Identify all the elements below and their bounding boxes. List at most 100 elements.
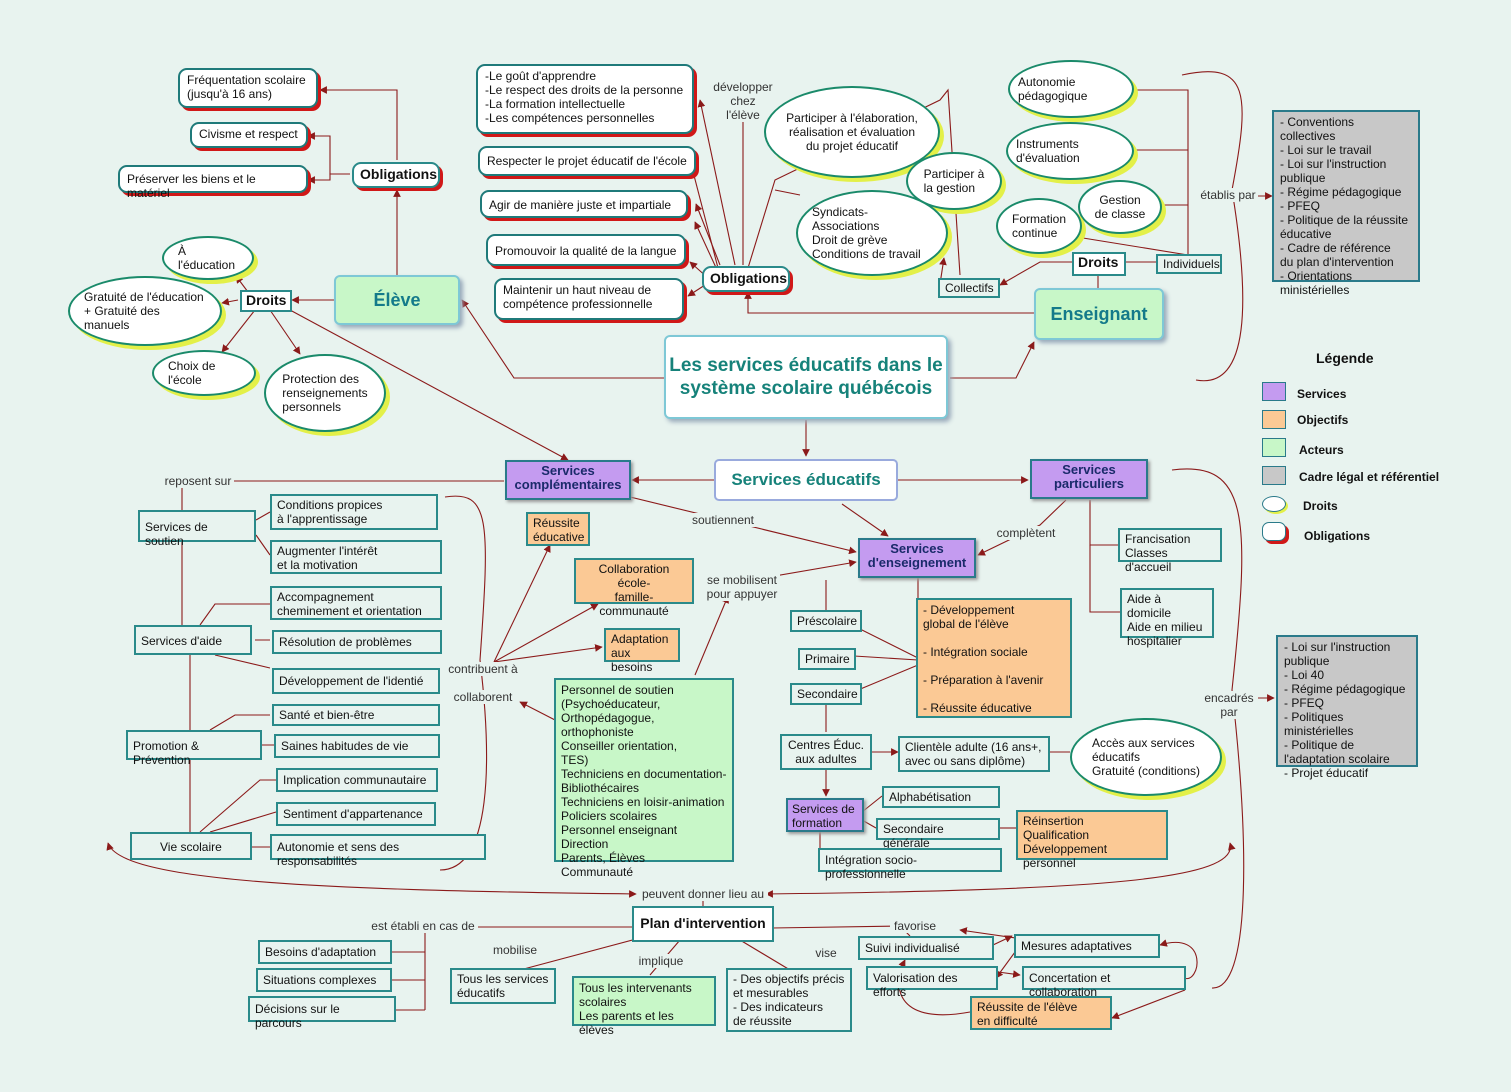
obj-collaboration: Collaboration école- famille-communauté: [574, 558, 694, 618]
actor-eleve: Élève: [334, 275, 460, 325]
syndicats-associations: Syndicats-Associations Droit de grève Co…: [796, 190, 948, 276]
obj-adaptation-besoins: Adaptation aux besoins: [604, 628, 680, 674]
tous-intervenants: Tous les intervenants scolaires Les pare…: [572, 976, 716, 1037]
plan-intervention: Plan d'intervention: [632, 906, 774, 942]
legend-label-services: Services: [1297, 387, 1347, 401]
autonomie-responsabilites: Autonomie et sens des responsabilités: [270, 834, 486, 868]
acteurs-personnel: Personnel de soutien (Psychoéducateur, O…: [554, 678, 734, 879]
developpement-identite: Développement de l'identié: [272, 668, 440, 694]
besoins-adaptation: Besoins d'adaptation: [258, 940, 392, 964]
droit-protection: Protection des renseignements personnels: [264, 354, 386, 432]
cadre-loi-instruction: - Loi sur l'instruction publique - Loi 4…: [1276, 635, 1418, 780]
main-title: Les services éducatifs dans le système s…: [664, 335, 948, 419]
label-completent: complètent: [992, 526, 1060, 540]
secondaire-generale: Secondaire générale: [876, 818, 1000, 850]
services-complementaires: Services complémentaires: [505, 460, 631, 500]
gestion-classe: Gestion de classe: [1078, 180, 1162, 234]
integration-socio: Intégration socio-professionnelle: [818, 848, 1002, 881]
label-peuvent: peuvent donner lieu au: [638, 887, 768, 901]
participer-elaboration: Participer à l'élaboration, réalisation …: [764, 86, 940, 178]
preserver-biens: Préserver les biens et le matériel: [118, 165, 308, 200]
clientele-adulte: Clientèle adulte (16 ans+, avec ou sans …: [898, 736, 1050, 772]
services-soutien: Services de soutien: [138, 510, 256, 548]
vie-scolaire: Vie scolaire: [130, 832, 252, 860]
services-formation: Services de formation: [786, 798, 864, 832]
decisions-parcours: Décisions sur le parcours: [248, 996, 396, 1030]
centres-adultes: Centres Éduc. aux adultes: [780, 734, 872, 770]
services-particuliers: Services particuliers: [1030, 459, 1148, 499]
objectifs-enseignement: - Développement global de l'élève - Inté…: [916, 598, 1072, 718]
label-encadres-par: encadrés par: [1200, 691, 1258, 719]
droits-individuels: Individuels: [1156, 254, 1222, 274]
enseignant-droits: Droits: [1072, 252, 1126, 276]
formation-continue: Formation continue: [996, 198, 1082, 254]
reinsertion: Réinsertion Qualification Développement …: [1016, 810, 1168, 870]
sentiment-appartenance: Sentiment d'appartenance: [276, 802, 436, 826]
legend-swatch-objectifs: [1262, 410, 1286, 429]
label-implique: implique: [636, 954, 686, 968]
acces-services: Accès aux services éducatifs Gratuité (c…: [1070, 718, 1222, 796]
reussite-eleve-difficulte: Réussite de l'élève en difficulté: [970, 996, 1112, 1030]
autonomie-pedagogique: Autonomie pédagogique: [1008, 60, 1134, 118]
legend-swatch-acteurs: [1262, 438, 1286, 457]
concertation-collaboration: Concertation et collaboration: [1022, 966, 1186, 999]
actor-enseignant: Enseignant: [1034, 288, 1164, 340]
conditions-propices: Conditions propices à l'apprentissage: [270, 494, 438, 530]
frequentation-scolaire: Fréquentation scolaire (jusqu'à 16 ans): [178, 68, 318, 108]
label-collaborent: collaborent: [450, 690, 516, 704]
secondaire: Secondaire: [790, 683, 862, 705]
enseignant-obligations: Obligations: [702, 266, 790, 292]
obj-reussite-educative: Réussite éducative: [526, 512, 590, 546]
legend-title: Légende: [1316, 350, 1374, 366]
eleve-obligations: Obligations: [352, 162, 440, 188]
legend-label-obligations: Obligations: [1304, 529, 1370, 543]
label-favorise: favorise: [890, 919, 940, 933]
label-contribuent: contribuent à: [446, 662, 520, 676]
services-enseignement: Services d'enseignement: [858, 538, 976, 578]
label-est-etabli: est établi en cas de: [368, 919, 478, 933]
mesures-adaptatives: Mesures adaptatives: [1014, 934, 1160, 958]
instruments-evaluation: Instruments d'évaluation: [1006, 122, 1134, 180]
resolution-problemes: Résolution de problèmes: [272, 630, 442, 654]
label-se-mobilisent: se mobilisent pour appuyer: [704, 573, 780, 601]
promotion-prevention: Promotion & Prévention: [126, 730, 262, 767]
legend-label-acteurs: Acteurs: [1299, 443, 1344, 457]
agir-juste: Agir de manière juste et impartiale: [480, 190, 688, 218]
services-aide: Services d'aide: [134, 625, 252, 655]
implication-communautaire: Implication communautaire: [276, 768, 438, 792]
droits-collectifs: Collectifs: [938, 278, 1000, 298]
legend-label-droits: Droits: [1303, 499, 1338, 513]
droit-gratuite: Gratuité de l'éducation + Gratuité des m…: [68, 276, 222, 346]
tous-services: Tous les services éducatifs: [450, 968, 556, 1004]
prescolaire: Préscolaire: [790, 610, 862, 632]
services-educatifs: Services éducatifs: [714, 459, 898, 501]
legend-swatch-obligations: [1262, 522, 1286, 541]
label-soutiennent: soutiennent: [688, 513, 758, 527]
label-developper: développer chez l'élève: [710, 80, 776, 122]
respecter-projet: Respecter le projet éducatif de l'école: [478, 146, 696, 176]
legend-swatch-cadre: [1262, 466, 1286, 485]
maintenir-competence: Maintenir un haut niveau de compétence p…: [494, 278, 684, 320]
promouvoir-langue: Promouvoir la qualité de la langue: [486, 234, 686, 266]
primaire: Primaire: [798, 648, 856, 670]
label-etablis-par: établis par: [1198, 188, 1258, 202]
saines-habitudes: Saines habitudes de vie: [274, 734, 440, 758]
developper-competences: -Le goût d'apprendre -Le respect des dro…: [476, 64, 694, 134]
label-mobilise: mobilise: [490, 943, 540, 957]
droit-education: À l'éducation: [162, 236, 254, 280]
legend-label-cadre: Cadre légal et référentiel: [1299, 470, 1440, 484]
droit-choix-ecole: Choix de l'école: [152, 350, 256, 396]
legend-swatch-droits: [1262, 496, 1286, 512]
legend-swatch-services: [1262, 382, 1286, 401]
sante-bien-etre: Santé et bien-être: [272, 704, 440, 726]
eleve-droits: Droits: [240, 290, 292, 312]
accompagnement: Accompagnement cheminement et orientatio…: [270, 586, 442, 620]
label-reposent-sur: reposent sur: [162, 474, 234, 488]
aide-domicile: Aide à domicile Aide en milieu hospitali…: [1120, 588, 1214, 648]
augmenter-interet: Augmenter l'intérêt et la motivation: [270, 540, 442, 574]
label-vise: vise: [812, 946, 840, 960]
civisme-respect: Civisme et respect: [190, 122, 308, 148]
cadre-conventions: - Conventions collectives - Loi sur le t…: [1272, 110, 1420, 297]
